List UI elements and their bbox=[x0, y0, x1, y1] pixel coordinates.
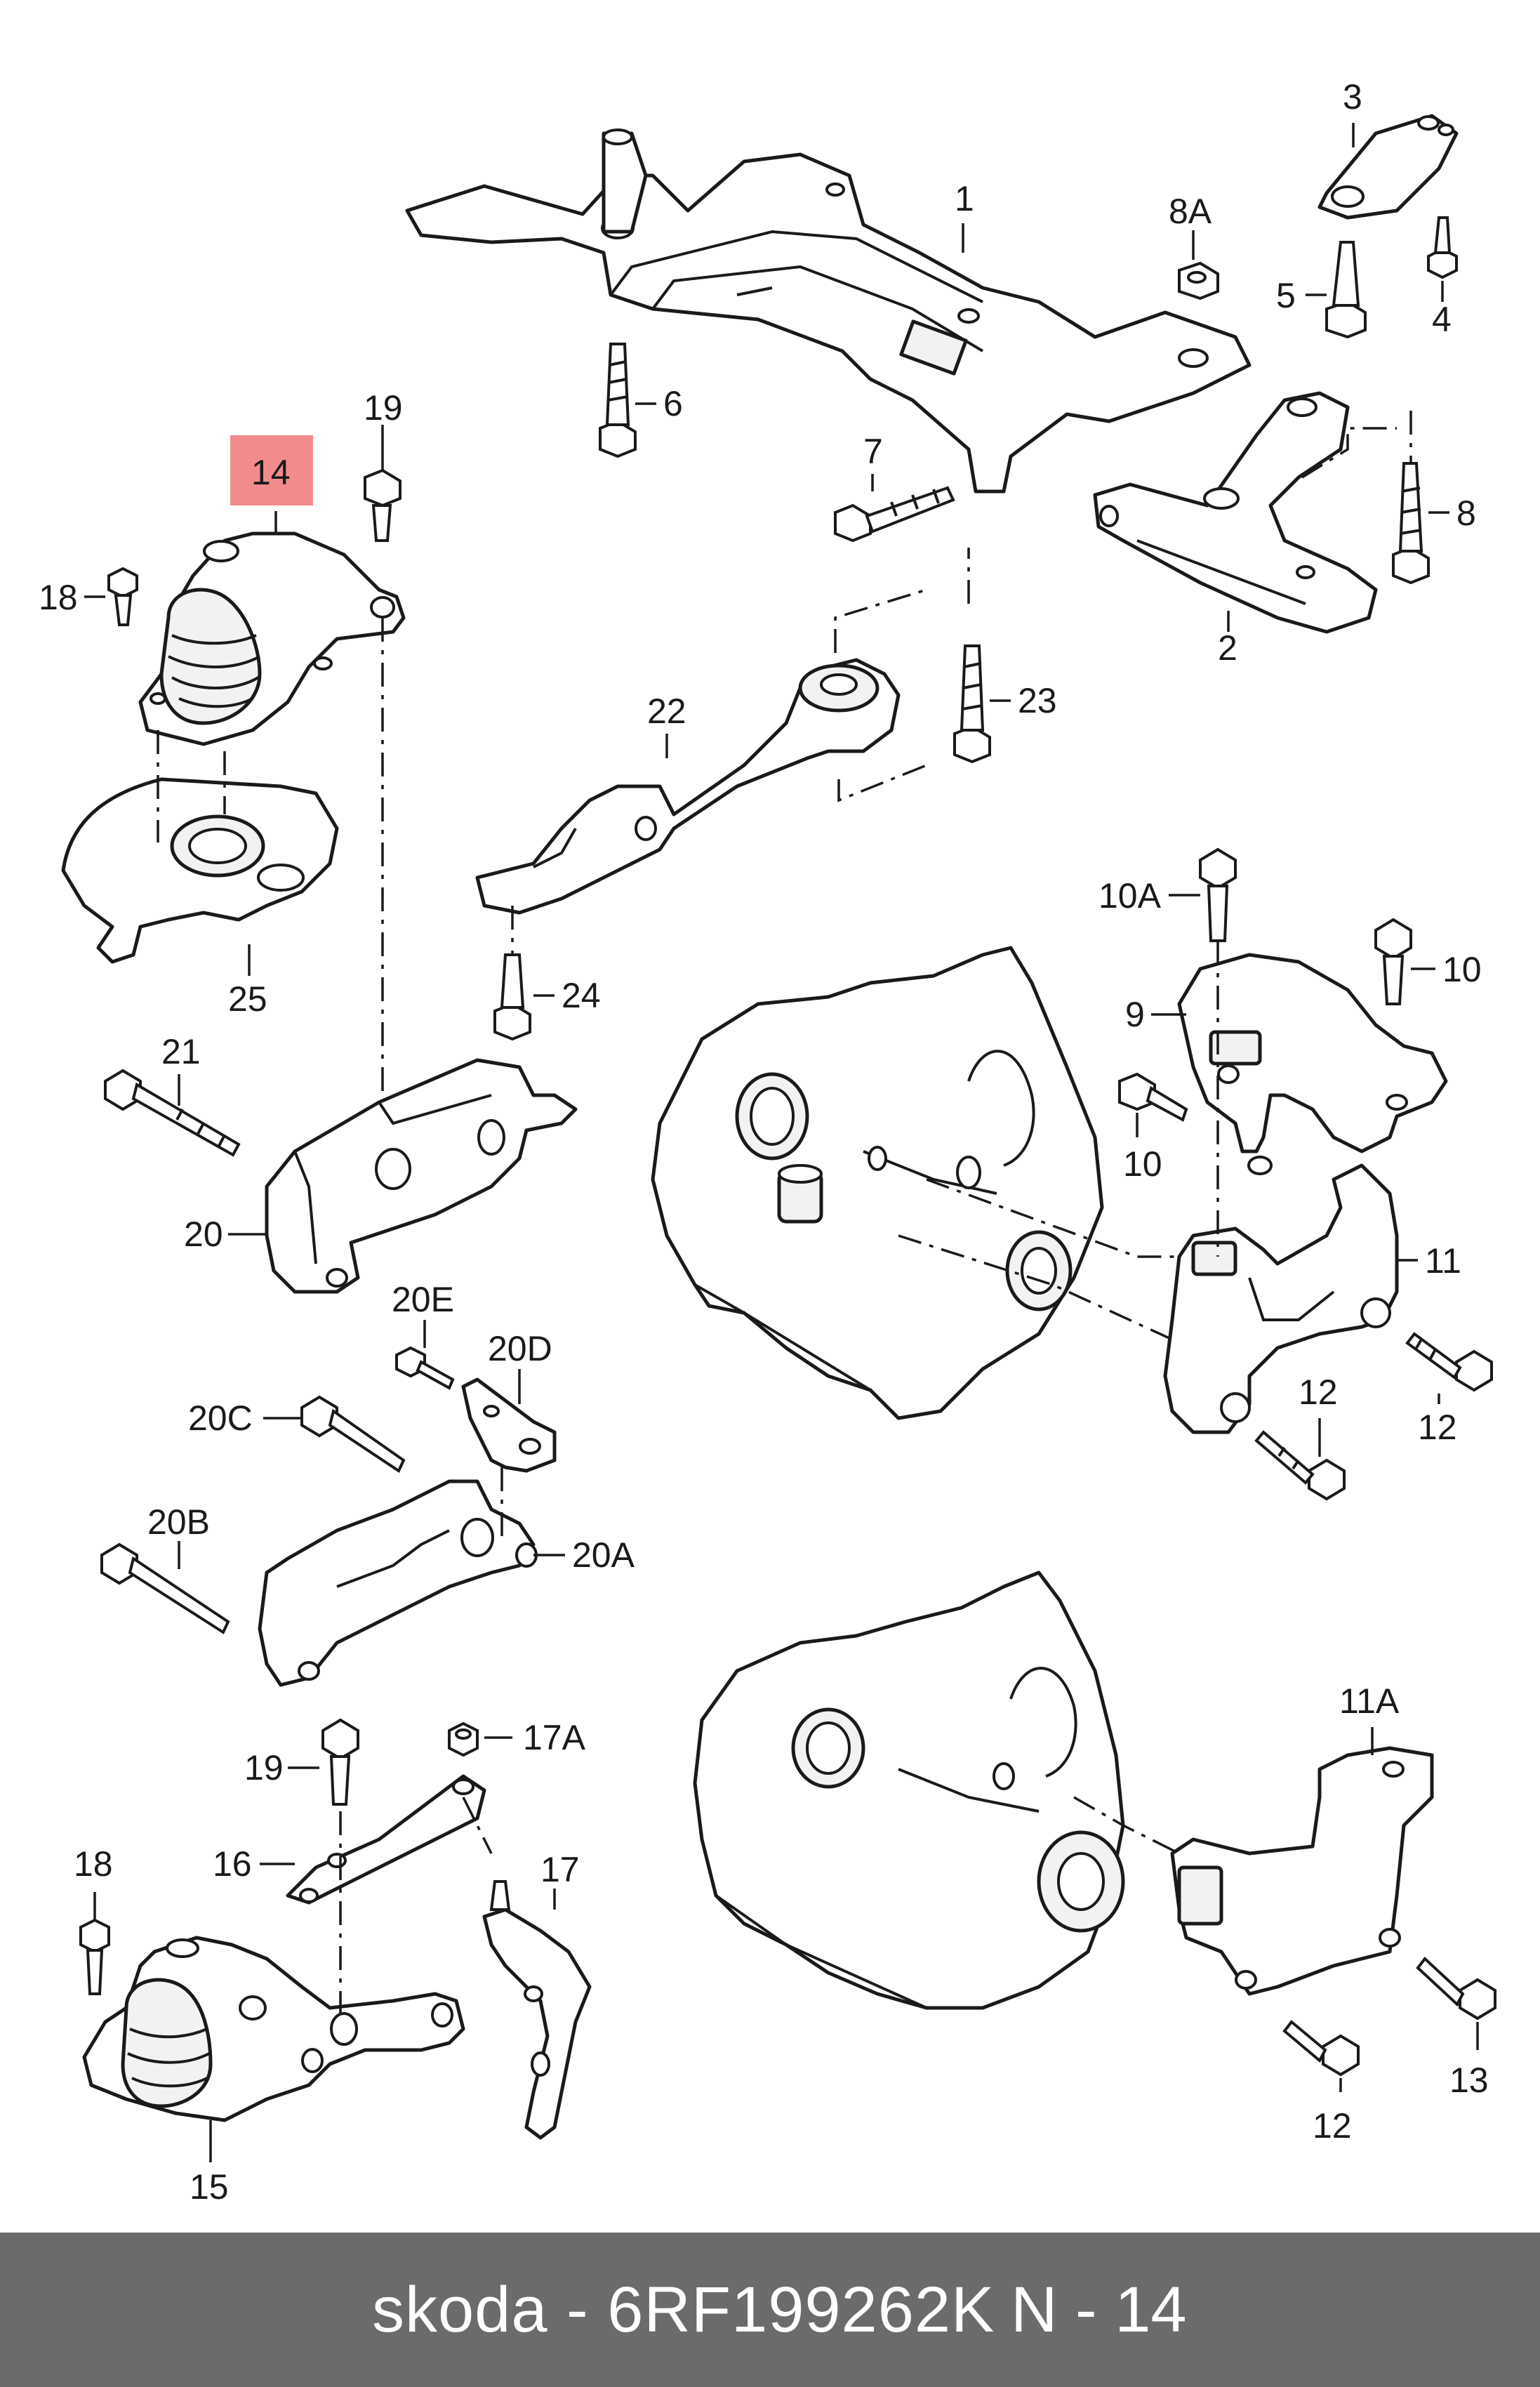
callout-13: 13 bbox=[1449, 2061, 1489, 2100]
footer-bar: skoda - 6RF199262K N - 14 bbox=[0, 2233, 1540, 2387]
callout-labels: 1 8A 3 4 5 6 7 8 2 22 23 24 14 19 18 25 … bbox=[39, 77, 1489, 2207]
bolt-part-23 bbox=[953, 644, 991, 764]
callout-17a: 17A bbox=[523, 1718, 586, 1757]
callout-25: 25 bbox=[228, 979, 267, 1019]
gearbox-upper bbox=[651, 946, 1104, 1420]
callout-3: 3 bbox=[1343, 77, 1362, 117]
bolt-part-5 bbox=[1325, 241, 1367, 339]
bolt-part-20c bbox=[300, 1395, 406, 1473]
callout-12-right: 12 bbox=[1418, 1408, 1457, 1447]
bracket-part-20 bbox=[265, 1058, 578, 1294]
callout-20e: 20E bbox=[392, 1280, 454, 1319]
callout-20: 20 bbox=[184, 1215, 223, 1254]
callout-22: 22 bbox=[647, 692, 686, 731]
leader-lines bbox=[84, 123, 1479, 2162]
bracket-part-17 bbox=[482, 1880, 592, 2140]
callout-9: 9 bbox=[1125, 995, 1145, 1034]
bolt-part-6 bbox=[599, 343, 637, 458]
gearbox-lower bbox=[693, 1571, 1125, 2010]
bracket-part-20a bbox=[258, 1479, 538, 1687]
bolt-part-10-left bbox=[1118, 1072, 1188, 1122]
nut-part-17a bbox=[448, 1721, 479, 1757]
bracket-part-16 bbox=[286, 1774, 486, 1905]
gearbox-mount-part-9 bbox=[1177, 953, 1448, 1175]
callout-10-left: 10 bbox=[1123, 1144, 1162, 1184]
callout-20c: 20C bbox=[188, 1399, 253, 1438]
bolt-part-13 bbox=[1416, 1957, 1496, 2021]
callout-19-upper: 19 bbox=[364, 388, 403, 428]
callout-11a: 11A bbox=[1339, 1681, 1400, 1721]
callout-18-upper: 18 bbox=[39, 578, 78, 617]
callout-2: 2 bbox=[1218, 628, 1237, 668]
bolt-part-12-upper-right bbox=[1405, 1332, 1493, 1392]
bolt-part-19-upper bbox=[364, 468, 401, 542]
bolt-part-12-bottom bbox=[1282, 2020, 1360, 2077]
callout-6: 6 bbox=[663, 384, 683, 423]
callout-1: 1 bbox=[955, 179, 974, 218]
torque-rod-part-22 bbox=[475, 658, 901, 915]
callout-4: 4 bbox=[1432, 300, 1452, 339]
footer-brand-partno: skoda - 6RF199262K bbox=[372, 2274, 995, 2346]
bracket-part-11 bbox=[1163, 1163, 1399, 1434]
bolt-part-20b bbox=[100, 1542, 230, 1634]
bolt-part-18-lower bbox=[79, 1918, 110, 1995]
callout-15: 15 bbox=[190, 2167, 229, 2207]
bolt-part-8 bbox=[1392, 462, 1430, 585]
engine-mount-part-15 bbox=[82, 1936, 465, 2122]
callout-17: 17 bbox=[540, 1850, 580, 1889]
callout-12-bottom: 12 bbox=[1313, 2106, 1352, 2145]
bolt-part-7 bbox=[834, 486, 955, 543]
callout-19-lower: 19 bbox=[244, 1748, 284, 1787]
footer-page-ref: N - 14 bbox=[1011, 2274, 1187, 2346]
bolt-part-12-lower bbox=[1254, 1430, 1346, 1501]
bolt-part-21 bbox=[104, 1069, 241, 1157]
bracket-part-3 bbox=[1317, 114, 1459, 220]
bolt-part-4 bbox=[1427, 216, 1458, 279]
callout-7: 7 bbox=[863, 432, 883, 471]
callout-8a: 8A bbox=[1169, 192, 1212, 231]
bolt-part-18-upper bbox=[107, 567, 138, 626]
callout-20d: 20D bbox=[488, 1329, 552, 1368]
callout-12-mid: 12 bbox=[1299, 1373, 1338, 1412]
callout-18-lower: 18 bbox=[74, 1844, 113, 1884]
callout-20b: 20B bbox=[147, 1502, 210, 1542]
bracket-part-20d bbox=[461, 1377, 557, 1473]
bolt-part-24 bbox=[493, 953, 531, 1041]
bolt-part-19-lower bbox=[321, 1718, 359, 1806]
subframe-part bbox=[405, 128, 1252, 494]
callout-23: 23 bbox=[1018, 681, 1057, 720]
callout-16: 16 bbox=[213, 1844, 252, 1884]
exploded-parts-diagram: 1 8A 3 4 5 6 7 8 2 22 23 24 14 19 18 25 … bbox=[39, 77, 1496, 2207]
callout-20a: 20A bbox=[572, 1535, 635, 1575]
callout-11: 11 bbox=[1425, 1241, 1461, 1281]
bolt-part-20e bbox=[395, 1346, 455, 1390]
callout-10-right: 10 bbox=[1442, 950, 1482, 989]
callout-21: 21 bbox=[161, 1032, 201, 1071]
bracket-part-11a bbox=[1170, 1746, 1434, 1996]
callout-5: 5 bbox=[1276, 276, 1296, 315]
nut-8a bbox=[1178, 261, 1219, 300]
callout-8: 8 bbox=[1456, 494, 1476, 533]
engine-mount-part-14 bbox=[138, 531, 406, 746]
bolt-part-10a bbox=[1199, 847, 1237, 942]
callout-14: 14 bbox=[251, 453, 291, 492]
heat-shield-part-25 bbox=[61, 777, 339, 964]
callout-24: 24 bbox=[562, 976, 601, 1015]
control-arm-part-2 bbox=[1093, 391, 1378, 634]
callout-10a: 10A bbox=[1098, 876, 1162, 915]
callout-14-highlight bbox=[230, 435, 313, 505]
bolt-part-10-right bbox=[1374, 918, 1412, 1005]
